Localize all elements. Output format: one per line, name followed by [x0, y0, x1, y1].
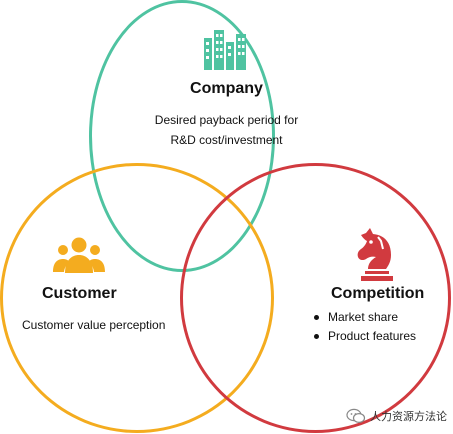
list-item: Market share	[312, 308, 416, 327]
competition-list: Market share Product features	[312, 308, 416, 346]
competition-circle	[180, 163, 451, 433]
chess-knight-icon	[354, 228, 396, 282]
competition-title: Competition	[331, 285, 425, 302]
building-icon	[202, 30, 252, 70]
company-description-line2: R&D cost/investment	[170, 133, 283, 147]
company-description: Desired payback period for R&D cost/inve…	[0, 110, 453, 150]
customer-title: Customer	[42, 285, 117, 302]
wechat-icon	[346, 408, 366, 424]
customer-description: Customer value perception	[22, 318, 166, 332]
company-description-line1: Desired payback period for	[154, 113, 299, 127]
company-title: Company	[190, 80, 263, 97]
list-item: Product features	[312, 327, 416, 346]
watermark-text: 人力资源方法论	[370, 411, 447, 423]
watermark: 人力资源方法论	[346, 408, 447, 424]
users-group-icon	[53, 236, 105, 274]
